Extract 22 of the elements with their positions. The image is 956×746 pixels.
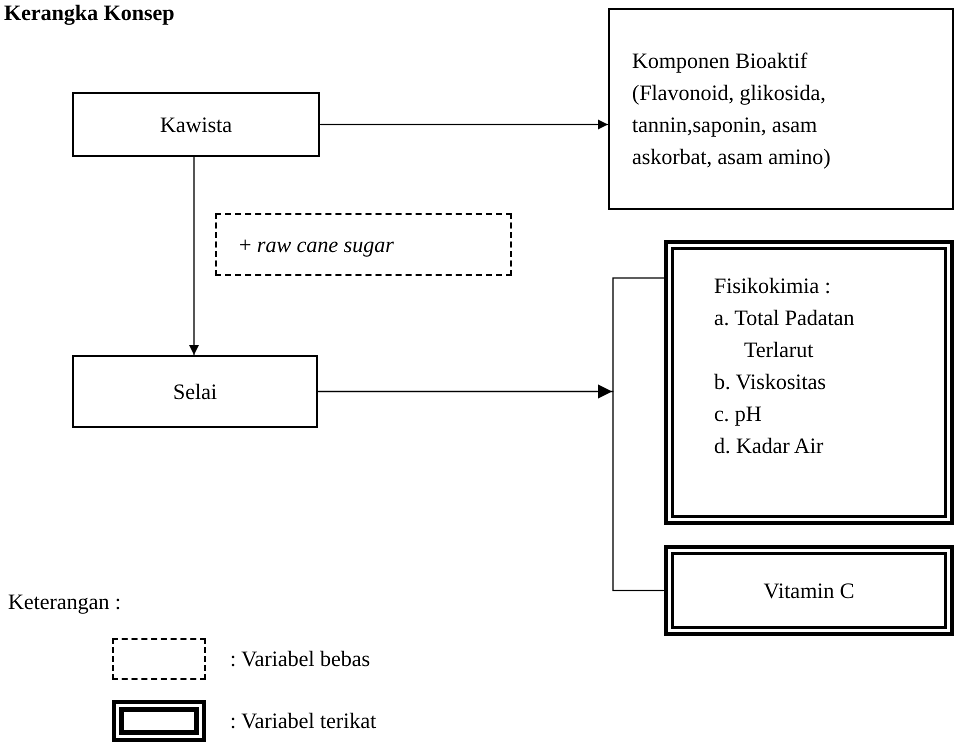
list-item: b. Viskositas	[714, 368, 827, 396]
dashed-variable-box	[215, 213, 512, 276]
process-box	[72, 355, 318, 428]
node-text: (Flavonoid, glikosida, tannin,saponin, asam askorbat, asam amino)	[632, 79, 832, 171]
arrow	[320, 120, 608, 130]
diagram-title: Kerangka Konsep	[4, 0, 175, 26]
arrow	[189, 157, 199, 355]
node-text: + raw cane sugar	[239, 230, 395, 259]
node-text: Kawista	[160, 110, 232, 138]
node-text: Fisikokimia :	[714, 272, 832, 300]
node-text: Komponen Bioaktif	[632, 47, 808, 75]
process-box	[608, 8, 954, 210]
process-box	[72, 92, 320, 157]
node-text: Selai	[173, 378, 217, 406]
legend-heading: Keterangan :	[8, 588, 121, 616]
list-item: c. pH	[714, 400, 763, 428]
double-border-box	[664, 545, 954, 636]
list-item: d. Kadar Air	[714, 432, 824, 460]
node-text: Vitamin C	[764, 576, 854, 604]
double-border-box	[664, 240, 954, 525]
legend-text: : Variabel terikat	[230, 707, 376, 735]
legend-text: : Variabel bebas	[230, 645, 370, 673]
